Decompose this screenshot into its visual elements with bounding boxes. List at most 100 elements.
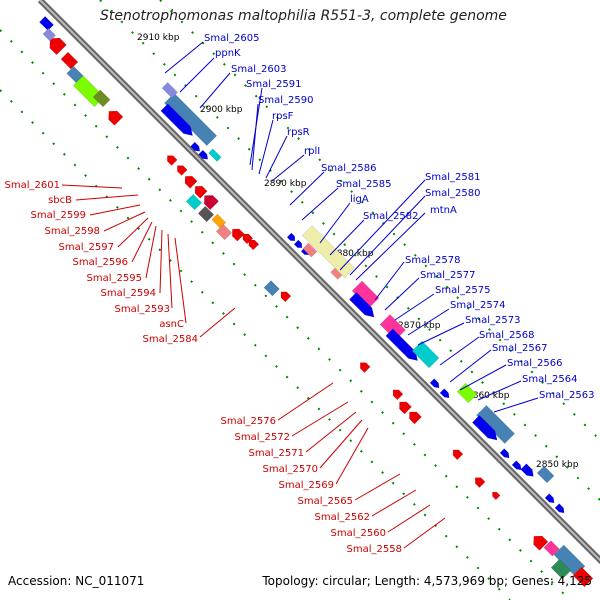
gene-feature <box>42 28 56 42</box>
gene-label: Smal_2596 <box>73 257 128 268</box>
gene-label: Smal_2575 <box>435 285 490 296</box>
gene-feature <box>554 503 565 514</box>
gene-label: sbcB <box>48 195 72 206</box>
gene-feature <box>293 239 303 249</box>
label-leader-lines <box>61 41 539 549</box>
gene-label: Smal_2591 <box>246 79 301 90</box>
gene-label: Smal_2571 <box>249 448 304 459</box>
gene-feature <box>572 566 594 588</box>
gene-feature <box>208 148 222 162</box>
gene-label: Smal_2567 <box>492 343 547 354</box>
gene-feature <box>452 449 464 461</box>
gene-label: Smal_2580 <box>425 188 480 199</box>
gene-label: Smal_2577 <box>420 270 475 281</box>
gene-label: Smal_2565 <box>298 496 353 507</box>
gene-feature <box>379 314 406 341</box>
gene-feature <box>511 460 522 471</box>
gene-feature <box>544 493 555 504</box>
gene-label: ppnK <box>215 48 241 59</box>
gene-label: mtnA <box>430 205 457 216</box>
gene-label: Smal_2598 <box>45 226 100 237</box>
gene-label: Smal_2564 <box>522 374 577 385</box>
gene-feature <box>499 448 510 459</box>
gene-label: Smal_2566 <box>507 358 562 369</box>
gene-label: Smal_2590 <box>258 95 313 106</box>
gene-label: Smal_2558 <box>347 544 402 555</box>
gene-feature <box>533 535 549 551</box>
gene-label: Smal_2578 <box>405 255 460 266</box>
gene-label: Smal_2568 <box>479 330 534 341</box>
scale-label: 2890 kbp <box>264 179 307 189</box>
gene-label: Smal_2562 <box>315 512 370 523</box>
gene-feature <box>550 558 572 580</box>
scale-labels: 2910 kbp 2900 kbp 2890 kbp 2880 kbp 2870… <box>137 33 579 470</box>
gene-label: Smal_2599 <box>31 210 86 221</box>
gene-feature <box>60 51 79 70</box>
gene-feature <box>301 225 355 279</box>
gene-label: Smal_2605 <box>204 33 259 44</box>
gene-feature <box>215 223 233 241</box>
gene-label: Smal_2603 <box>231 64 286 75</box>
gene-feature <box>385 328 418 361</box>
gene-features <box>39 16 594 588</box>
gene-feature <box>536 465 555 484</box>
gene-label: Smal_2585 <box>336 179 391 190</box>
gene-feature <box>160 103 193 136</box>
gene-feature <box>92 89 111 108</box>
gene-feature <box>348 292 375 318</box>
gene-feature <box>439 388 450 399</box>
gene-feature <box>392 389 404 401</box>
tick-track-inner-2 <box>0 89 511 600</box>
gene-label: Smal_2584 <box>143 334 198 345</box>
gene-feature <box>360 362 371 373</box>
gene-label: Smal_2563 <box>539 390 594 401</box>
genome-summary-text: Topology: circular; Length: 4,573,969 bp… <box>262 574 592 588</box>
gene-feature <box>280 291 292 303</box>
gene-feature <box>475 477 486 488</box>
gene-feature <box>471 415 498 441</box>
gene-label: rplI <box>304 146 320 157</box>
gene-label: Smal_2597 <box>59 242 114 253</box>
gene-label: Smal_2593 <box>115 304 170 315</box>
gene-feature <box>194 185 208 199</box>
gene-feature <box>197 205 215 223</box>
gene-label: Smal_2581 <box>425 172 480 183</box>
gene-feature <box>198 149 209 160</box>
gene-feature <box>39 16 54 31</box>
gene-feature <box>231 228 245 242</box>
gene-feature <box>543 540 560 557</box>
scale-label: 2860 kbp <box>467 391 510 401</box>
gene-label: Smal_2573 <box>465 315 520 326</box>
gene-label: Smal_2594 <box>101 288 156 299</box>
gene-feature <box>167 155 178 166</box>
gene-label: Smal_2560 <box>331 528 386 539</box>
gene-feature <box>108 110 124 126</box>
scale-label: 2880 kbp <box>331 249 374 259</box>
gene-feature <box>263 280 280 297</box>
scale-label: 2850 kbp <box>536 460 579 470</box>
gene-label: Smal_2569 <box>279 480 334 491</box>
gene-label: Smal_2576 <box>221 416 276 427</box>
accession-text: Accession: NC_011071 <box>8 574 145 588</box>
map-title: Stenotrophomonas maltophilia R551-3, com… <box>100 8 507 24</box>
gene-feature <box>429 378 440 389</box>
gene-feature <box>185 193 203 211</box>
gene-feature <box>177 165 188 176</box>
gene-label: rpsF <box>272 111 294 122</box>
gene-feature <box>242 233 254 245</box>
gene-feature <box>409 411 422 425</box>
gene-feature <box>399 401 412 415</box>
gene-label: ligA <box>350 194 369 205</box>
gene-feature <box>203 195 219 211</box>
scale-label: 2900 kbp <box>200 105 243 115</box>
scale-label: 2870 kbp <box>398 321 441 331</box>
gene-feature <box>248 239 260 251</box>
gene-labels: Smal_2605 ppnK Smal_2603 Smal_2591 Smal_… <box>5 33 595 555</box>
gene-label: asnC <box>159 319 184 330</box>
gene-label: Smal_2570 <box>263 464 318 475</box>
gene-feature <box>161 82 178 99</box>
gene-feature <box>49 37 67 56</box>
gene-label: Smal_2601 <box>5 180 60 191</box>
